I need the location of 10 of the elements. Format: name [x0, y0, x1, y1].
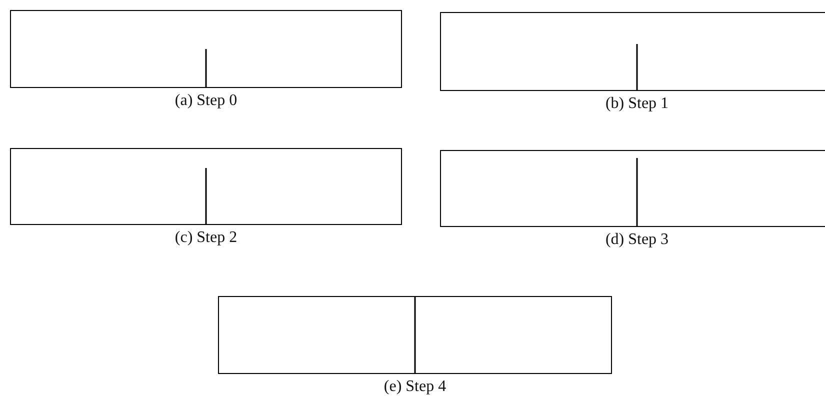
panel-box: [10, 10, 402, 88]
panel-box: [440, 12, 825, 91]
node-label: (d) Step 3: [605, 231, 669, 249]
node-label: (c) Step 2: [174, 229, 238, 247]
node-label: (a) Step 0: [174, 92, 238, 110]
panel-box: [10, 148, 402, 225]
panel-box: [440, 150, 825, 227]
node-label: (e) Step 4: [384, 378, 446, 396]
node-label: (b) Step 1: [605, 95, 669, 113]
panel-box: [218, 296, 612, 374]
